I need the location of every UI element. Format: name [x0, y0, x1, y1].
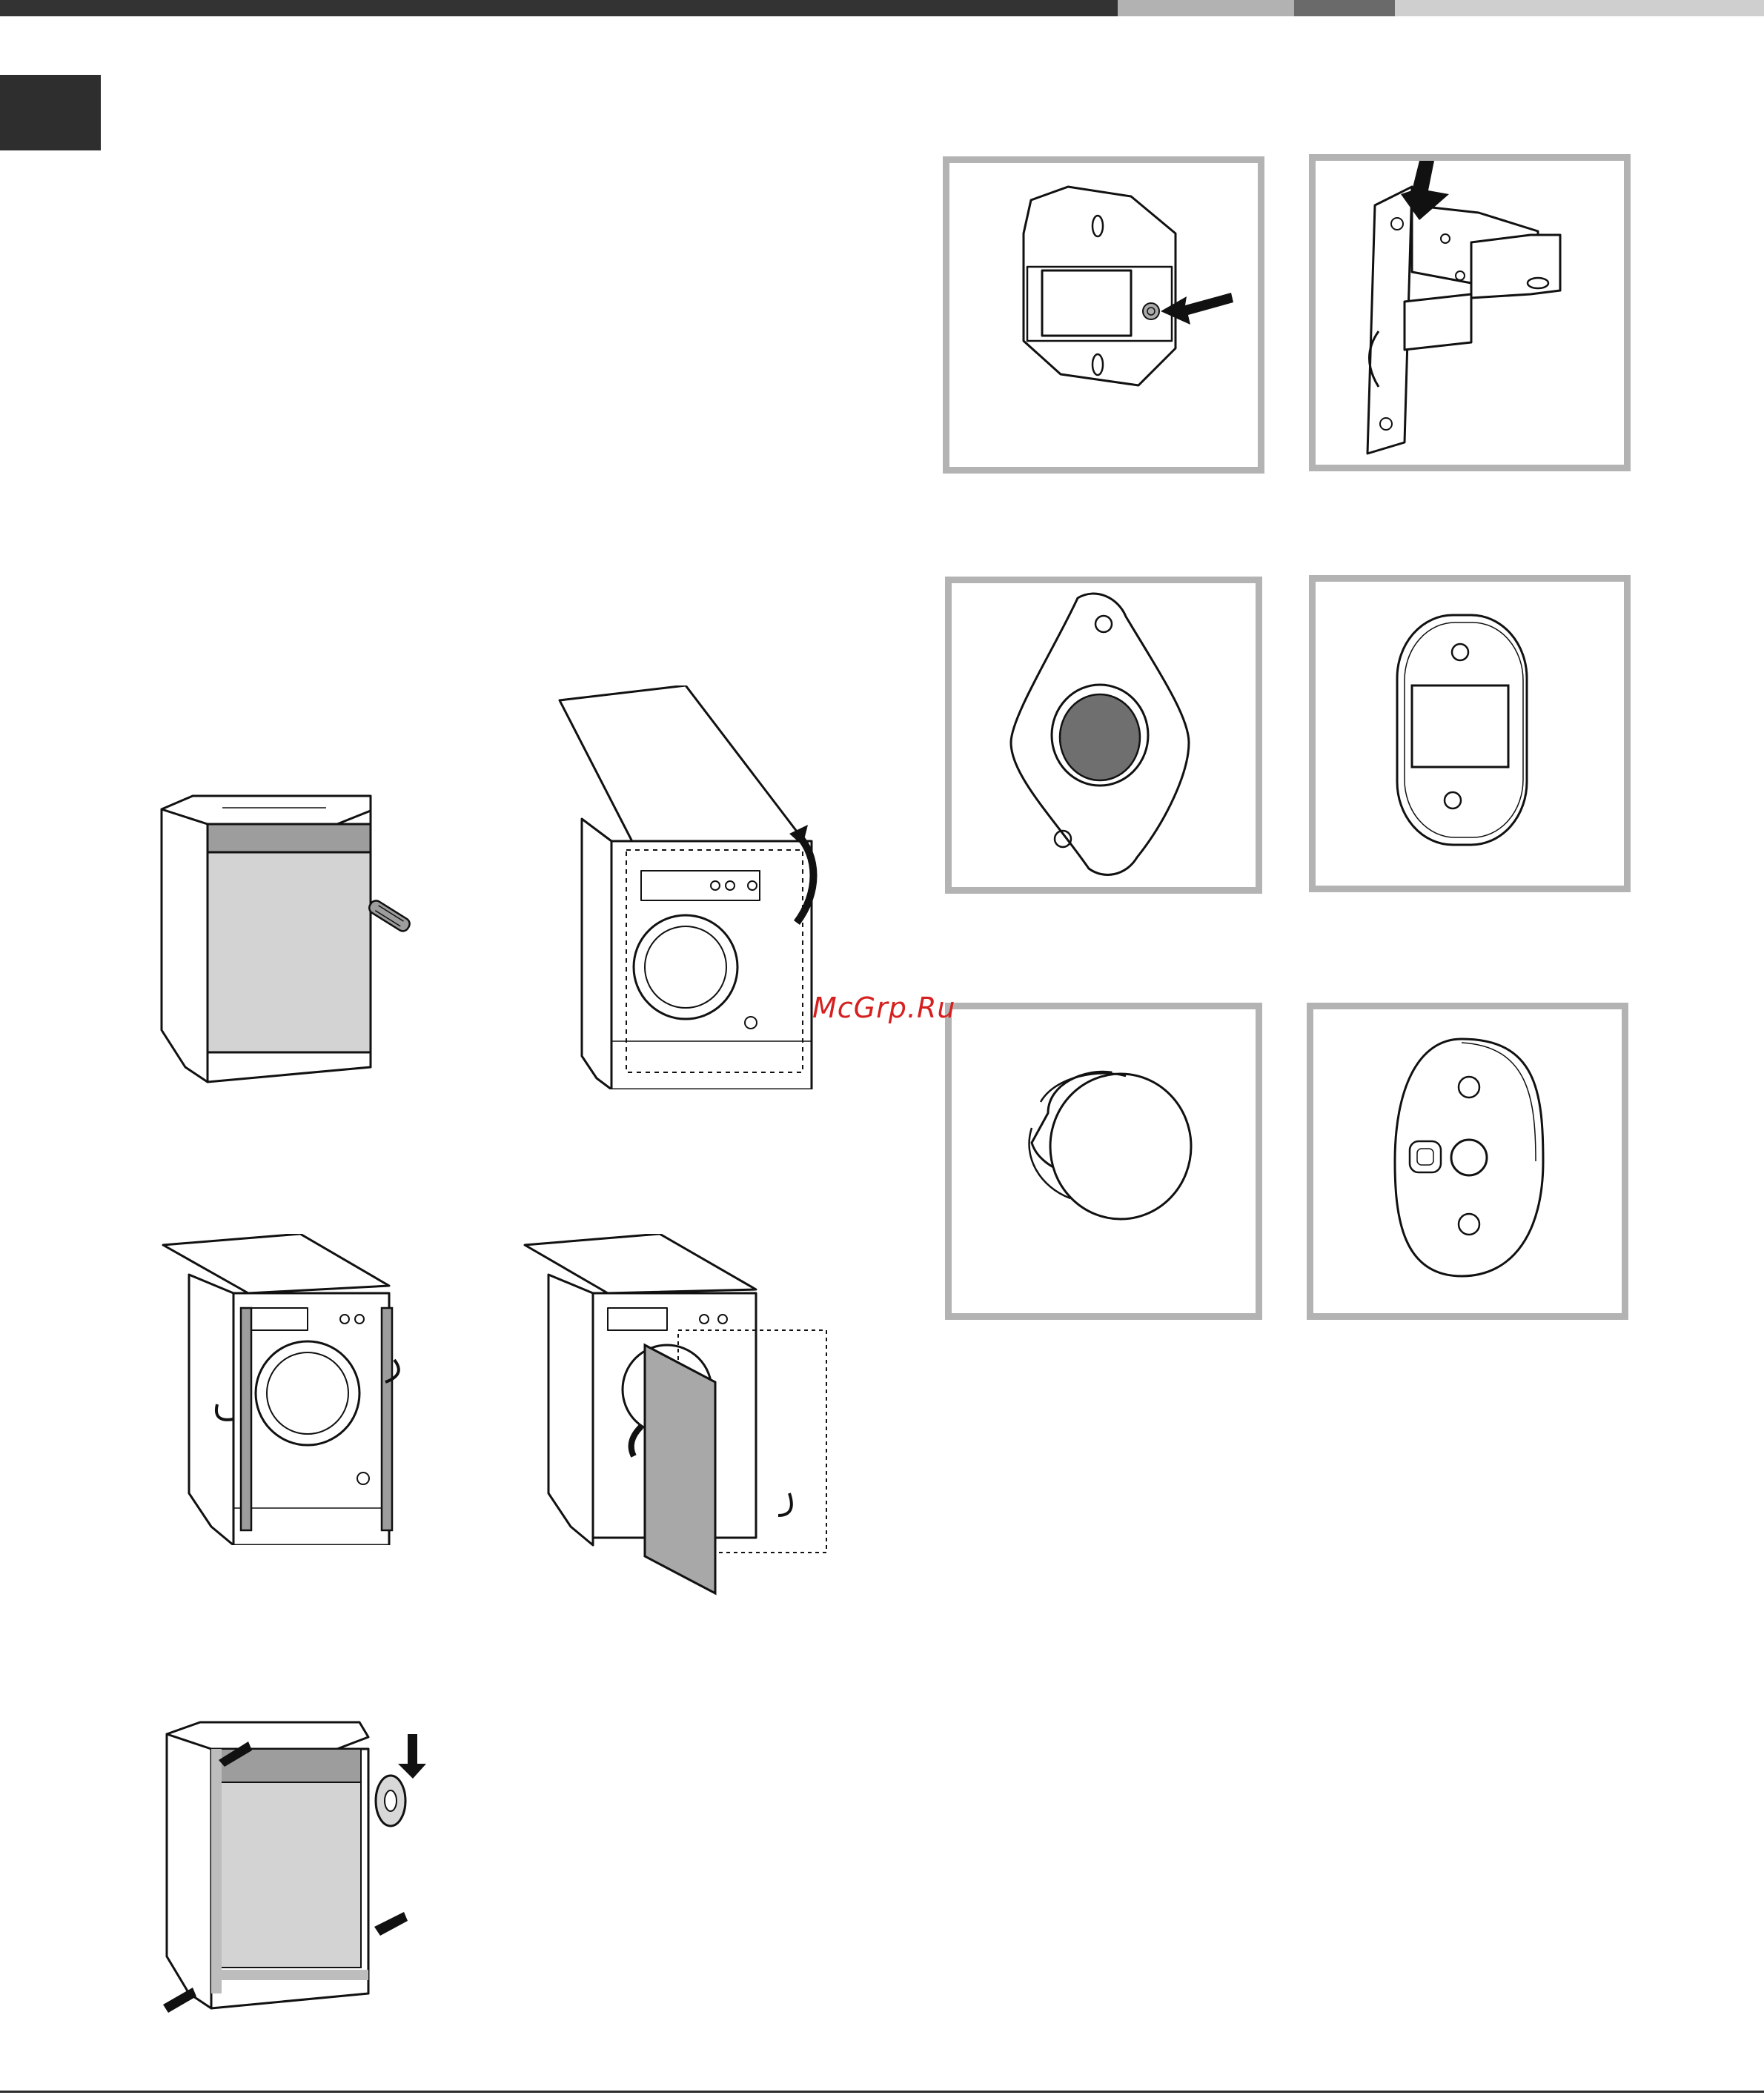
hinge-plate-with-screw-figure — [943, 156, 1264, 474]
appliance-tape-sealing-figure — [159, 1719, 426, 2016]
oval-catch-plate-figure — [1309, 575, 1631, 892]
header-bar-mid — [1294, 0, 1395, 16]
header-bar-pale — [1395, 0, 1764, 16]
diamond-magnet-plate-figure — [945, 577, 1262, 894]
hinge-bracket-press-figure — [1309, 154, 1631, 471]
oval-mounting-plate-figure — [1307, 1003, 1628, 1320]
header-bar-dark — [0, 0, 1118, 16]
watermark-text: McGrp.Ru — [812, 992, 955, 1024]
appliance-with-screwdriver-figure — [148, 793, 422, 1089]
appliance-top-panel-lift-figure — [552, 685, 834, 1089]
cylinder-knob-figure — [945, 1003, 1262, 1320]
appliance-door-panel-fitting-figure — [519, 1234, 838, 1604]
footer-rule — [0, 2091, 1764, 2093]
appliance-side-brackets-figure — [159, 1234, 426, 1545]
language-tab — [0, 75, 101, 150]
header-bar-light — [1118, 0, 1294, 16]
